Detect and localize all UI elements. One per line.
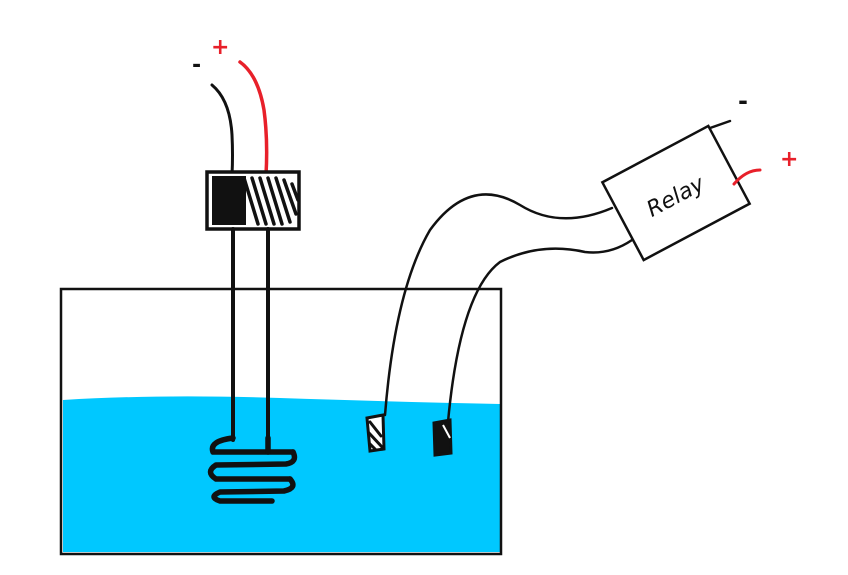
heater-positive-wire <box>238 60 269 177</box>
probe-right <box>432 418 453 457</box>
heater-head <box>205 170 301 231</box>
probe-wire-right <box>446 238 634 424</box>
heater-positive-sign: + <box>211 35 229 60</box>
relay: Relay <box>600 124 752 262</box>
relay-negative-wire <box>708 119 732 130</box>
water-tank <box>59 287 503 556</box>
water <box>63 396 500 552</box>
probe-wire-left <box>383 193 614 417</box>
relay-positive-wire <box>732 168 762 186</box>
probe-left <box>365 413 386 453</box>
heater-coil <box>207 435 298 504</box>
relay-supply-wires: - + <box>708 87 798 186</box>
heater-rods <box>231 227 270 442</box>
relay-box <box>600 124 752 262</box>
heater-supply-wires: - + <box>192 35 269 177</box>
relay-positive-sign: + <box>780 147 798 172</box>
heater-negative-sign: - <box>192 53 201 78</box>
relay-negative-sign: - <box>738 87 748 115</box>
heater-negative-wire <box>210 83 234 177</box>
